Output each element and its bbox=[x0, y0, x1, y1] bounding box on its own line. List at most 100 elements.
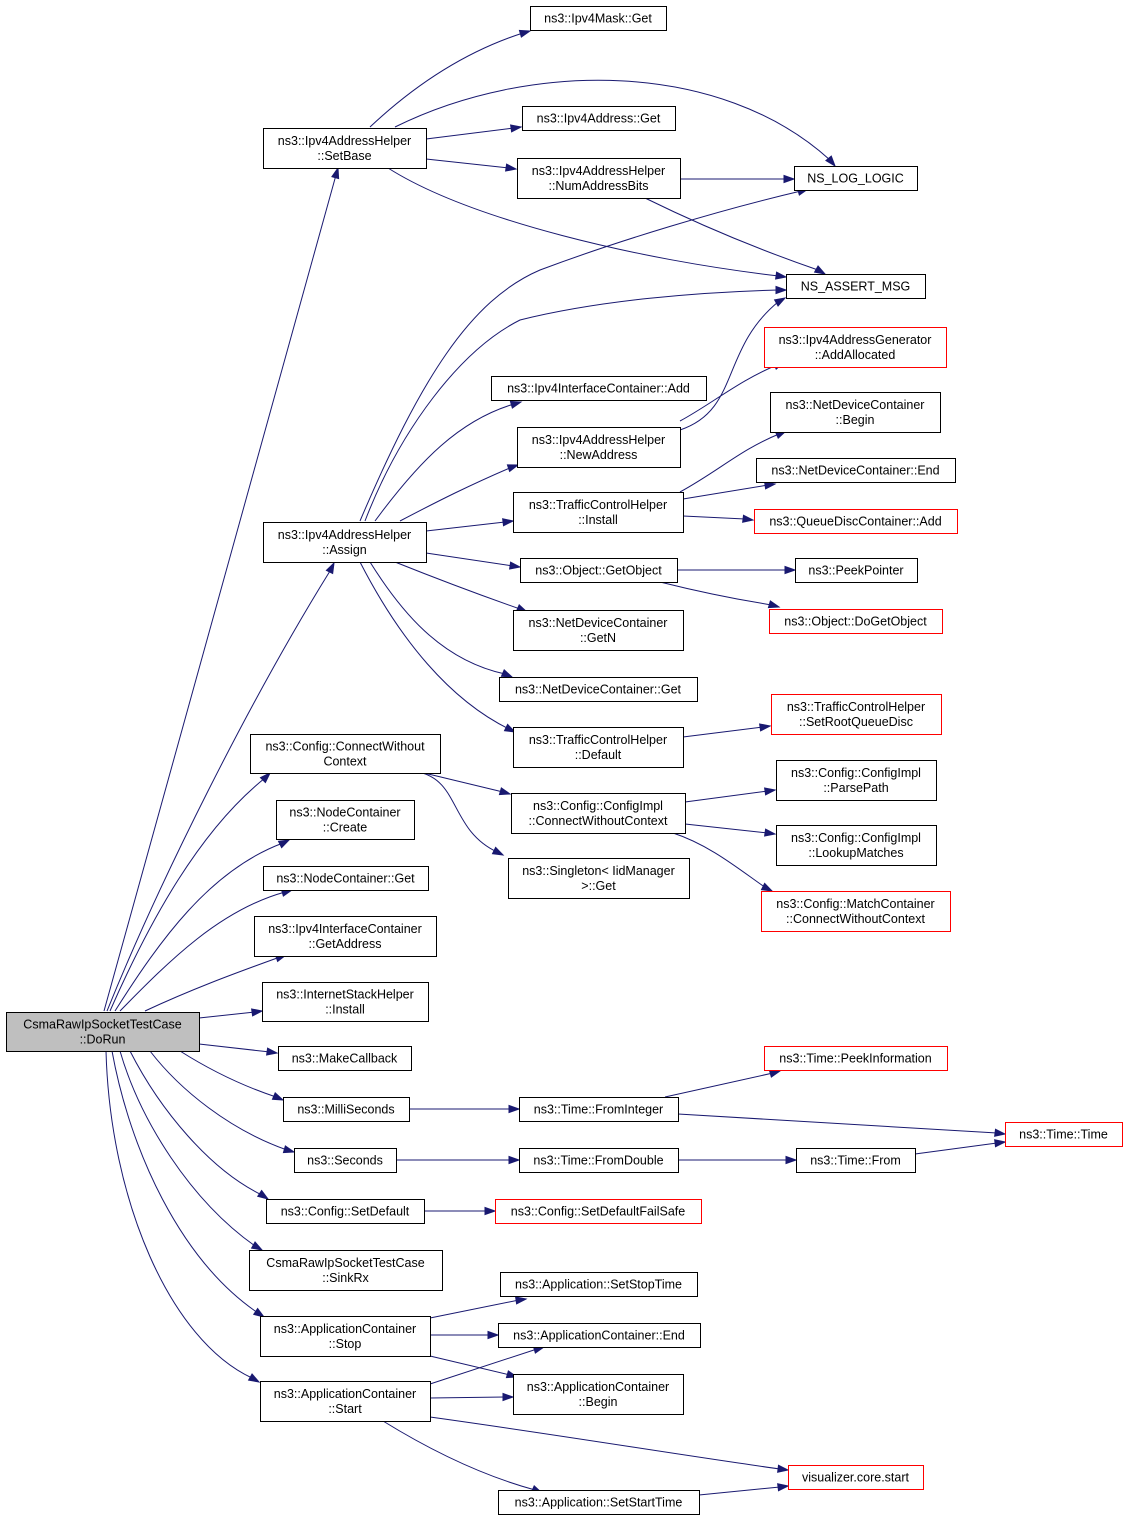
node-addrget[interactable]: ns3::Ipv4Address::Get bbox=[522, 106, 676, 131]
node-acbegin[interactable]: ns3::ApplicationContainer::Begin bbox=[513, 1374, 684, 1415]
arrowhead-icon bbox=[510, 124, 523, 133]
node-label: NS_ASSERT_MSG bbox=[801, 280, 911, 294]
node-nslog[interactable]: NS_LOG_LOGIC bbox=[794, 166, 918, 191]
node-ishinstall[interactable]: ns3::InternetStackHelper::Install bbox=[262, 982, 429, 1022]
node-acstop[interactable]: ns3::ApplicationContainer::Stop bbox=[260, 1316, 431, 1357]
edge-setbase-to-numbits bbox=[425, 158, 518, 172]
node-maskget[interactable]: ns3::Ipv4Mask::Get bbox=[530, 6, 667, 31]
node-ndcend[interactable]: ns3::NetDeviceContainer::End bbox=[756, 458, 956, 483]
edge-root-to-sinkrx bbox=[119, 1050, 264, 1251]
node-assign[interactable]: ns3::Ipv4AddressHelper::Assign bbox=[263, 522, 427, 563]
node-setdefaultfs[interactable]: ns3::Config::SetDefaultFailSafe bbox=[495, 1199, 702, 1224]
arrowhead-icon bbox=[515, 1296, 528, 1305]
node-box bbox=[776, 825, 937, 866]
arrowhead-icon bbox=[518, 29, 532, 38]
edge-line bbox=[399, 466, 513, 522]
node-timetime[interactable]: ns3::Time::Time bbox=[1005, 1122, 1123, 1147]
node-matchcwc[interactable]: ns3::Config::MatchContainer::ConnectWith… bbox=[761, 891, 951, 932]
arrowhead-icon bbox=[994, 1128, 1007, 1137]
node-addalloc[interactable]: ns3::Ipv4AddressGenerator::AddAllocated bbox=[764, 327, 947, 368]
node-makecb[interactable]: ns3::MakeCallback bbox=[278, 1046, 412, 1071]
arrowhead-icon bbox=[994, 1139, 1007, 1148]
edge-numbits-to-nslog bbox=[680, 174, 796, 184]
node-tchinstall[interactable]: ns3::TrafficControlHelper::Install bbox=[513, 492, 684, 533]
node-objgetobj[interactable]: ns3::Object::GetObject bbox=[520, 558, 678, 583]
node-parsepath[interactable]: ns3::Config::ConfigImpl::ParsePath bbox=[776, 760, 937, 801]
node-box bbox=[511, 793, 686, 834]
node-box bbox=[263, 522, 427, 563]
edge-line bbox=[369, 32, 524, 128]
node-label: ns3::Config::ConfigImpl bbox=[791, 831, 921, 845]
node-box bbox=[263, 128, 427, 169]
node-cfgimplcwc[interactable]: ns3::Config::ConfigImpl::ConnectWithoutC… bbox=[511, 793, 686, 834]
edge-line bbox=[679, 433, 780, 493]
node-singleton[interactable]: ns3::Singleton< IidManager>::Get bbox=[508, 858, 690, 899]
arrowhead-icon bbox=[508, 1155, 521, 1165]
node-label: ns3::MakeCallback bbox=[292, 1052, 398, 1066]
node-dogetobj[interactable]: ns3::Object::DoGetObject bbox=[769, 609, 943, 634]
node-iicgetaddr[interactable]: ns3::Ipv4InterfaceContainer::GetAddress bbox=[254, 916, 437, 957]
node-box bbox=[786, 274, 926, 299]
node-root[interactable]: CsmaRawIpSocketTestCase::DoRun bbox=[6, 1012, 200, 1052]
node-nsassert[interactable]: NS_ASSERT_MSG bbox=[786, 274, 926, 299]
arrowhead-icon bbox=[252, 1307, 266, 1318]
node-appsetstop[interactable]: ns3::Application::SetStopTime bbox=[500, 1272, 698, 1297]
node-qdcadd[interactable]: ns3::QueueDiscContainer::Add bbox=[754, 509, 958, 534]
node-box bbox=[519, 1097, 679, 1122]
node-setbase[interactable]: ns3::Ipv4AddressHelper::SetBase bbox=[263, 128, 427, 169]
edge-line bbox=[425, 158, 510, 169]
node-setdefault[interactable]: ns3::Config::SetDefault bbox=[266, 1199, 425, 1224]
node-connwoctx[interactable]: ns3::Config::ConnectWithoutContext bbox=[250, 734, 441, 774]
edge-setbase-to-addrget bbox=[425, 124, 523, 140]
edge-cfgimplcwc-to-lookup bbox=[684, 823, 777, 837]
edge-line bbox=[664, 1072, 774, 1098]
node-label: ns3::Singleton< IidManager bbox=[522, 864, 675, 878]
arrowhead-icon bbox=[266, 1047, 279, 1056]
arrowhead-icon bbox=[784, 565, 797, 575]
edge-line bbox=[682, 515, 746, 520]
node-label: ns3::ApplicationContainer bbox=[274, 1322, 416, 1336]
node-timefromint[interactable]: ns3::Time::FromInteger bbox=[519, 1097, 679, 1122]
node-ndcgetn[interactable]: ns3::NetDeviceContainer::GetN bbox=[513, 610, 684, 651]
arrowhead-icon bbox=[508, 1104, 521, 1114]
edge-millis-to-timefromint bbox=[409, 1104, 521, 1114]
node-label: ns3::NetDeviceContainer::Get bbox=[515, 683, 682, 697]
node-box bbox=[6, 1012, 200, 1052]
node-timefrom[interactable]: ns3::Time::From bbox=[796, 1148, 916, 1173]
node-millis[interactable]: ns3::MilliSeconds bbox=[283, 1097, 410, 1122]
node-label: ns3::ApplicationContainer::End bbox=[513, 1329, 685, 1343]
edge-connwoctx-to-cfgimplcwc bbox=[419, 771, 512, 796]
node-box bbox=[495, 1199, 702, 1224]
node-acend[interactable]: ns3::ApplicationContainer::End bbox=[498, 1323, 701, 1348]
edge-seconds-to-timefromdbl bbox=[396, 1155, 521, 1165]
node-peekinfo[interactable]: ns3::Time::PeekInformation bbox=[764, 1046, 948, 1071]
node-newaddr[interactable]: ns3::Ipv4AddressHelper::NewAddress bbox=[517, 427, 681, 468]
node-peekptr[interactable]: ns3::PeekPointer bbox=[795, 558, 918, 583]
node-box bbox=[770, 392, 941, 433]
node-timefromdbl[interactable]: ns3::Time::FromDouble bbox=[519, 1148, 679, 1173]
node-lookup[interactable]: ns3::Config::ConfigImpl::LookupMatches bbox=[776, 825, 937, 866]
node-acstart[interactable]: ns3::ApplicationContainer::Start bbox=[260, 1381, 431, 1422]
node-box bbox=[1005, 1122, 1123, 1147]
node-setrootqd[interactable]: ns3::TrafficControlHelper::SetRootQueueD… bbox=[771, 694, 942, 735]
node-tchdefault[interactable]: ns3::TrafficControlHelper::Default bbox=[513, 727, 684, 768]
arrowhead-icon bbox=[783, 174, 796, 184]
edge-root-to-setdefault bbox=[129, 1050, 270, 1200]
node-iicadd[interactable]: ns3::Ipv4InterfaceContainer::Add bbox=[491, 376, 707, 401]
node-ncget[interactable]: ns3::NodeContainer::Get bbox=[263, 866, 429, 891]
node-appsetstart[interactable]: ns3::Application::SetStartTime bbox=[498, 1490, 700, 1515]
edge-line bbox=[359, 190, 802, 522]
node-ndcbegin[interactable]: ns3::NetDeviceContainer::Begin bbox=[770, 392, 941, 433]
node-box bbox=[761, 891, 951, 932]
edge-line bbox=[682, 726, 764, 738]
node-seconds[interactable]: ns3::Seconds bbox=[294, 1148, 397, 1173]
node-nccreate[interactable]: ns3::NodeContainer::Create bbox=[276, 800, 415, 840]
node-ndcget[interactable]: ns3::NetDeviceContainer::Get bbox=[499, 677, 698, 702]
edge-line bbox=[914, 1142, 998, 1155]
node-vizstart[interactable]: visualizer.core.start bbox=[788, 1465, 924, 1490]
node-label: ns3::NetDeviceContainer bbox=[529, 616, 668, 630]
node-sinkrx[interactable]: CsmaRawIpSocketTestCase::SinkRx bbox=[249, 1250, 443, 1291]
edge-line bbox=[149, 1050, 288, 1151]
node-numbits[interactable]: ns3::Ipv4AddressHelper::NumAddressBits bbox=[517, 158, 681, 199]
edge-line bbox=[677, 1113, 998, 1134]
